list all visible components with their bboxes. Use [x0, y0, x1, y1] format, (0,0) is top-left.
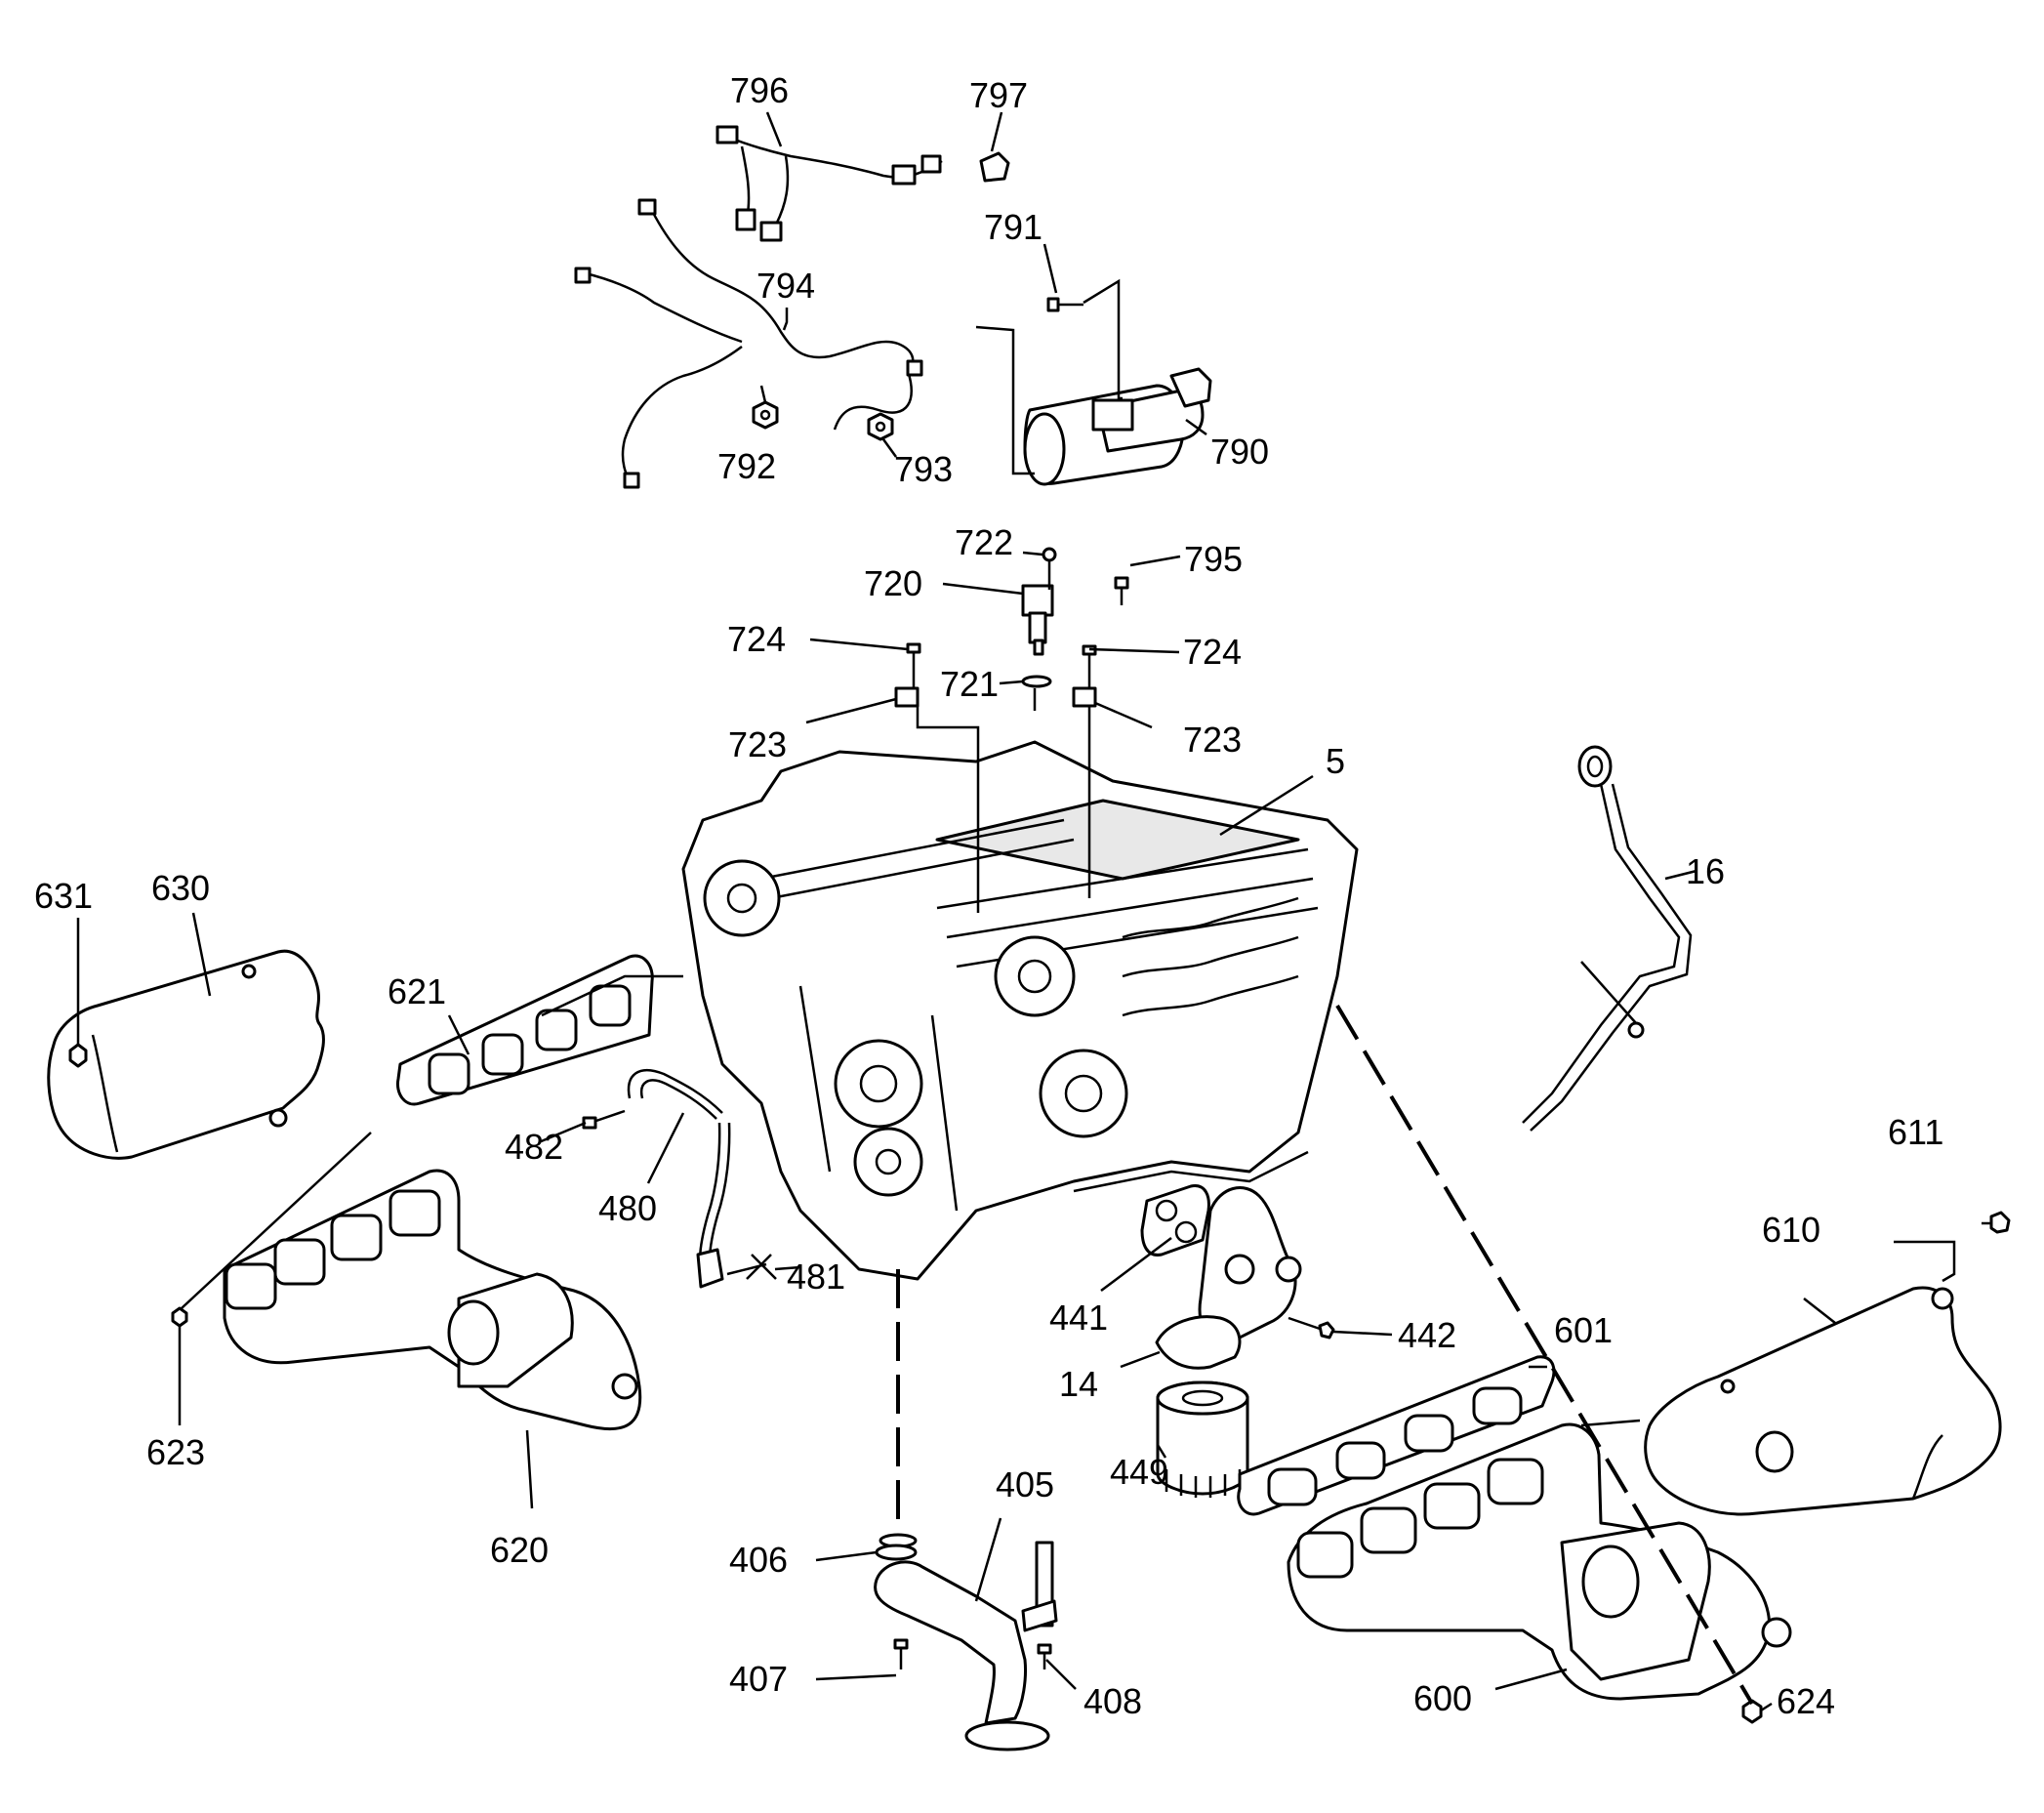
callout-723-left: 723: [728, 724, 787, 764]
oil-pickup-405: [874, 1533, 1058, 1751]
callout-630: 630: [151, 868, 210, 908]
gasket-406: [875, 1544, 918, 1561]
oil-filter-adapter-14: [1155, 1315, 1242, 1370]
gasket-601: [1237, 1355, 1556, 1516]
bolt-407: [893, 1638, 909, 1669]
callout-labels: 796 797 791 794 792 793 790 722 795 720 …: [34, 70, 1943, 1721]
bolt-623: [171, 1306, 188, 1328]
callout-620: 620: [490, 1530, 549, 1570]
wiring-harness-794: [574, 198, 923, 489]
callout-790: 790: [1210, 432, 1269, 472]
callout-721: 721: [940, 664, 999, 704]
heat-shield-630: [47, 949, 325, 1160]
callout-482: 482: [505, 1127, 563, 1167]
callout-14: 14: [1059, 1364, 1098, 1404]
nut-792: [752, 400, 779, 430]
callout-406: 406: [729, 1540, 788, 1580]
exhaust-manifold-600: [1287, 1422, 1792, 1701]
callout-791: 791: [984, 207, 1042, 247]
callout-601: 601: [1554, 1310, 1613, 1350]
callout-793: 793: [894, 449, 953, 489]
water-outlet-441: [1140, 1184, 1302, 1345]
nut-793: [867, 412, 894, 441]
callout-631: 631: [34, 876, 93, 916]
callout-794: 794: [756, 266, 815, 306]
oxygen-sensor-480: [627, 1068, 731, 1289]
callout-724-left: 724: [727, 619, 786, 659]
bolt-408: [1037, 1643, 1052, 1669]
starter-motor-790: [1023, 367, 1212, 486]
callout-449: 449: [1110, 1452, 1168, 1492]
callout-621: 621: [388, 971, 446, 1011]
clip-797: [979, 151, 1010, 183]
leader-lines: [76, 111, 1956, 1712]
callout-724-right: 724: [1183, 632, 1242, 672]
bolt-791: [1046, 297, 1083, 312]
callout-623: 623: [146, 1432, 205, 1472]
exhaust-manifold-620: [223, 1169, 642, 1431]
bolt-442: [1288, 1316, 1335, 1339]
callout-480: 480: [598, 1188, 657, 1228]
callout-797: 797: [969, 75, 1028, 115]
callout-611: 611: [1888, 1112, 1943, 1152]
callout-723-right: 723: [1183, 720, 1242, 760]
callout-792: 792: [717, 446, 776, 486]
callout-5: 5: [1326, 741, 1345, 781]
callout-442: 442: [1398, 1315, 1456, 1355]
callout-624: 624: [1777, 1681, 1835, 1721]
oil-filter-449: [1156, 1380, 1249, 1498]
callout-16: 16: [1686, 851, 1725, 891]
callout-610: 610: [1762, 1210, 1820, 1250]
wiring-harness-796: [715, 125, 943, 242]
bolt-482: [582, 1109, 626, 1130]
o-ring-721: [1021, 675, 1052, 688]
clip-481: [726, 1254, 777, 1280]
callout-408: 408: [1083, 1681, 1142, 1721]
callout-481: 481: [787, 1257, 845, 1297]
bracket-723-left: [894, 642, 921, 708]
oil-level-indicator-16: [1522, 745, 1693, 1132]
callout-722: 722: [955, 522, 1013, 562]
bolt-624: [1741, 1699, 1763, 1724]
bracket-723-right: [1072, 644, 1097, 708]
cam-sensor-720: [1021, 547, 1057, 656]
callout-441: 441: [1049, 1298, 1108, 1338]
heat-shield-610: [1644, 1286, 2002, 1516]
bolt-795: [1114, 576, 1129, 605]
callout-407: 407: [729, 1659, 788, 1699]
engine-block-5: [681, 740, 1359, 1281]
bolt-631: [68, 1043, 88, 1068]
callout-600: 600: [1413, 1678, 1472, 1718]
callout-720: 720: [864, 563, 922, 603]
callout-795: 795: [1184, 539, 1243, 579]
callout-796: 796: [730, 70, 789, 110]
callout-405: 405: [996, 1464, 1054, 1504]
bolt-611: [1982, 1211, 2011, 1234]
